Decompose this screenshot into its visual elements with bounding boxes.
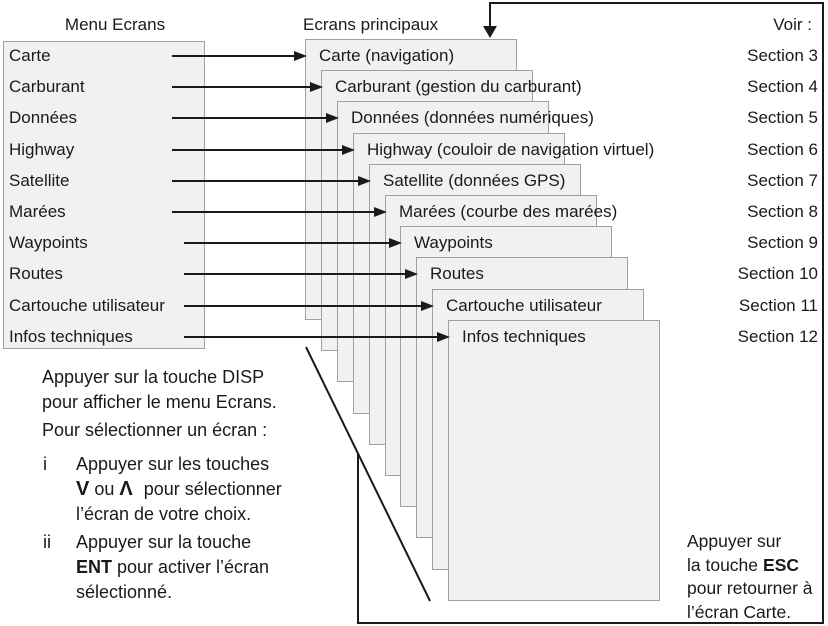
esc-note-line2-pre: la touche	[687, 554, 759, 575]
step-ii-numeral: ii	[43, 532, 51, 552]
esc-note: Appuyer sur la touche ESC pour retourner…	[687, 530, 813, 624]
step-i-numeral: i	[43, 454, 47, 474]
screen-label-cartouche-utilisateur: Cartouche utilisateur	[446, 296, 602, 315]
menu-item-highway: Highway	[9, 140, 75, 159]
cursor-down-key-icon: V	[76, 478, 90, 500]
esc-note-line3: pour retourner à	[687, 578, 813, 598]
instructions-p1-line1: Appuyer sur la touche DISP	[42, 367, 265, 387]
instructions-paragraph-2: Pour sélectionner un écran :	[42, 420, 268, 440]
screen-label-carburant-gestion-du-carburant: Carburant (gestion du carburant)	[335, 77, 582, 96]
screen-label-donnees-donnees-numeriques: Données (données numériques)	[351, 108, 594, 127]
screen-label-highway-couloir-de-navigation-virtuel: Highway (couloir de navigation virtuel)	[367, 140, 655, 159]
section-8-ref: Section 8	[747, 202, 818, 221]
instruction-step-ii: ii Appuyer sur la touche ENT pour active…	[43, 530, 269, 605]
menu-item-carte: Carte	[9, 46, 51, 65]
see-title: Voir :	[773, 15, 812, 34]
screen-infos-techniques: Infos techniques	[448, 320, 660, 601]
menu-item-marees: Marées	[9, 202, 66, 221]
menu-item-waypoints: Waypoints	[9, 233, 88, 252]
step-i-line2: V ou Λ pour sélectionner	[76, 477, 282, 502]
section-7-ref: Section 7	[747, 171, 818, 190]
menu-item-routes: Routes	[9, 264, 63, 283]
section-11-ref: Section 11	[738, 296, 818, 315]
section-3-ref: Section 3	[747, 46, 818, 65]
esc-note-line4: l’écran Carte.	[687, 601, 792, 622]
section-6-ref: Section 6	[747, 140, 818, 159]
menu-item-infos-techniques: Infos techniques	[9, 327, 133, 346]
step-i-ou: ou	[94, 479, 115, 499]
section-5-ref: Section 5	[747, 108, 818, 127]
step-ii-after-key: pour activer l’écran	[117, 557, 270, 577]
esc-note-line1: Appuyer sur	[687, 531, 782, 551]
section-9-ref: Section 9	[747, 233, 818, 252]
step-ii-body: Appuyer sur la touche ENT pour activer l…	[76, 530, 269, 605]
step-ii-line1: Appuyer sur la touche	[76, 532, 252, 552]
esc-return-arrow-head	[483, 26, 497, 38]
menu-item-cartouche-utilisateur: Cartouche utilisateur	[9, 296, 165, 315]
section-12-ref: Section 12	[737, 327, 818, 346]
step-i-after-keys: pour sélectionner	[143, 479, 282, 499]
ent-key-label: ENT	[76, 557, 112, 577]
instructions-paragraph-1: Appuyer sur la touche DISP pour afficher…	[42, 365, 277, 415]
screen-label-carte-navigation: Carte (navigation)	[319, 46, 455, 65]
menu-item-satellite: Satellite	[9, 171, 70, 190]
step-ii-line2: ENT pour activer l’écran	[76, 555, 269, 580]
step-i-body: Appuyer sur les touches V ou Λ pour séle…	[76, 452, 282, 527]
step-ii-line3: sélectionné.	[76, 582, 173, 602]
screen-label-waypoints: Waypoints	[414, 233, 493, 252]
section-4-ref: Section 4	[747, 77, 818, 96]
section-10-ref: Section 10	[737, 264, 818, 283]
screen-label-infos-techniques: Infos techniques	[462, 327, 586, 346]
step-i-line3: l’écran de votre choix.	[76, 504, 252, 524]
menu-ecrans-box	[3, 41, 205, 349]
cursor-up-key-icon: Λ	[119, 478, 133, 500]
screen-label-satellite-donnees-gps: Satellite (données GPS)	[383, 171, 566, 190]
menu-item-carburant: Carburant	[9, 77, 85, 96]
esc-key-label: ESC	[763, 554, 800, 575]
instructions-p1-line2: pour afficher le menu Ecrans.	[42, 392, 277, 412]
screen-label-marees-courbe-des-marees: Marées (courbe des marées)	[399, 202, 618, 221]
screen-label-routes: Routes	[430, 264, 484, 283]
instruction-step-i: i Appuyer sur les touches V ou Λ pour sé…	[43, 452, 282, 527]
menu-item-donnees: Données	[9, 108, 78, 127]
step-i-line1: Appuyer sur les touches	[76, 454, 270, 474]
cascade-title: Ecrans principaux	[303, 15, 439, 34]
esc-note-line2: la touche ESC	[687, 554, 813, 578]
menu-title: Menu Ecrans	[64, 15, 166, 34]
